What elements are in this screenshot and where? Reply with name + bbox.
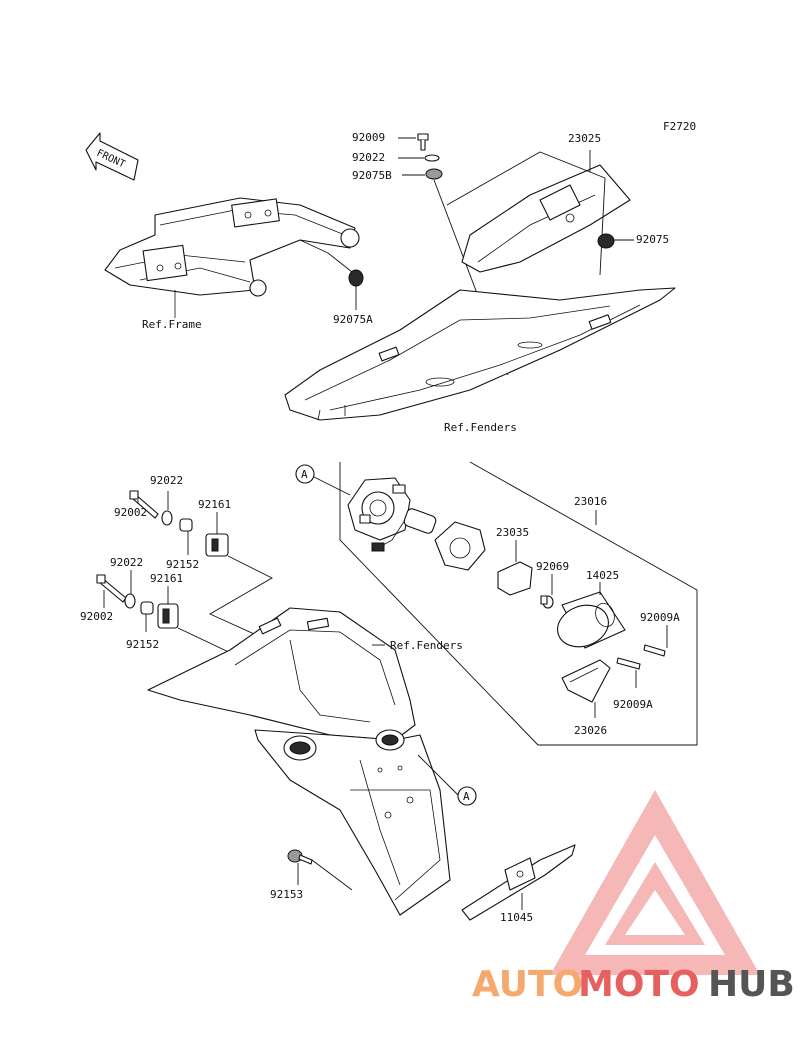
part-23016: 23016 bbox=[574, 495, 607, 508]
part-92075A: 92075A bbox=[333, 313, 373, 326]
callout-a-upper-label: A bbox=[301, 468, 308, 481]
bolt-92002-l1 bbox=[129, 490, 159, 519]
watermark-text: AUTO MOTO HUB bbox=[472, 964, 795, 1005]
part-92152-l1: 92152 bbox=[166, 558, 199, 571]
ref-fenders-lower-label: Ref.Fenders bbox=[390, 639, 463, 652]
damper-92161-l1 bbox=[205, 512, 286, 649]
watermark-moto: MOTO bbox=[578, 964, 700, 1005]
part-92069: 92069 bbox=[536, 560, 569, 573]
part-23025: 23025 bbox=[568, 132, 601, 145]
bracket-11045 bbox=[461, 844, 576, 921]
part-92022-l1: 92022 bbox=[150, 474, 183, 487]
callout-a-lower-label: A bbox=[463, 790, 470, 803]
callout-a-lower: A bbox=[457, 786, 477, 806]
part-92009A-2: 92009A bbox=[613, 698, 653, 711]
damper-92161-l2 bbox=[157, 586, 236, 656]
callout-a-upper: A bbox=[295, 464, 351, 496]
bolt-92002-l2 bbox=[96, 574, 127, 608]
washer-92022-l1 bbox=[161, 491, 173, 526]
rear-fender-lower bbox=[147, 607, 459, 916]
part-92075B: 92075B bbox=[352, 169, 392, 182]
part-92153: 92153 bbox=[270, 888, 303, 901]
collar-92152-l2 bbox=[140, 601, 154, 632]
part-92002-l1: 92002 bbox=[114, 506, 147, 519]
grommet-92075A bbox=[327, 252, 364, 310]
watermark-auto: AUTO bbox=[472, 964, 583, 1005]
bulb-92069 bbox=[540, 574, 554, 609]
part-23026: 23026 bbox=[574, 724, 607, 737]
watermark-hub: HUB bbox=[708, 964, 795, 1005]
washer-92022-top bbox=[398, 154, 440, 162]
relay-23035 bbox=[497, 540, 533, 596]
ref-frame-label: Ref.Frame bbox=[142, 318, 202, 331]
rear-frame bbox=[104, 197, 360, 318]
socket-wire bbox=[371, 508, 437, 552]
collar-92152-l1 bbox=[179, 518, 193, 555]
assembly-23016-outline bbox=[339, 461, 698, 746]
part-23035: 23035 bbox=[496, 526, 529, 539]
screw-92009A-2 bbox=[616, 657, 641, 688]
grommet-92075 bbox=[597, 233, 634, 249]
part-92009A-1: 92009A bbox=[640, 611, 680, 624]
part-92009-top: 92009 bbox=[352, 131, 385, 144]
part-92161-l2: 92161 bbox=[150, 572, 183, 585]
screw-92153 bbox=[287, 849, 353, 891]
bracket-23025 bbox=[446, 150, 631, 276]
screw-92009A-1 bbox=[643, 625, 668, 657]
part-92161-l1: 92161 bbox=[198, 498, 231, 511]
taillight-housing bbox=[347, 477, 411, 541]
part-92002-l2: 92002 bbox=[80, 610, 113, 623]
ref-fenders-upper-label: Ref.Fenders bbox=[444, 421, 517, 434]
lamp-unit bbox=[434, 521, 486, 571]
part-11045: 11045 bbox=[500, 911, 533, 924]
part-92022-top: 92022 bbox=[352, 151, 385, 164]
part-92022-l2: 92022 bbox=[110, 556, 143, 569]
part-92152-l2: 92152 bbox=[126, 638, 159, 651]
part-92075: 92075 bbox=[636, 233, 669, 246]
watermark-logo bbox=[550, 790, 760, 975]
cover-14025 bbox=[557, 582, 626, 649]
rear-fender-upper bbox=[284, 287, 676, 421]
washer-92022-l2 bbox=[124, 570, 136, 609]
screw-92009-top bbox=[398, 133, 429, 151]
figure-code: F2720 bbox=[663, 120, 696, 133]
front-arrow-icon: FRONT bbox=[85, 132, 139, 181]
reflector-23026 bbox=[561, 659, 611, 718]
part-14025: 14025 bbox=[586, 569, 619, 582]
